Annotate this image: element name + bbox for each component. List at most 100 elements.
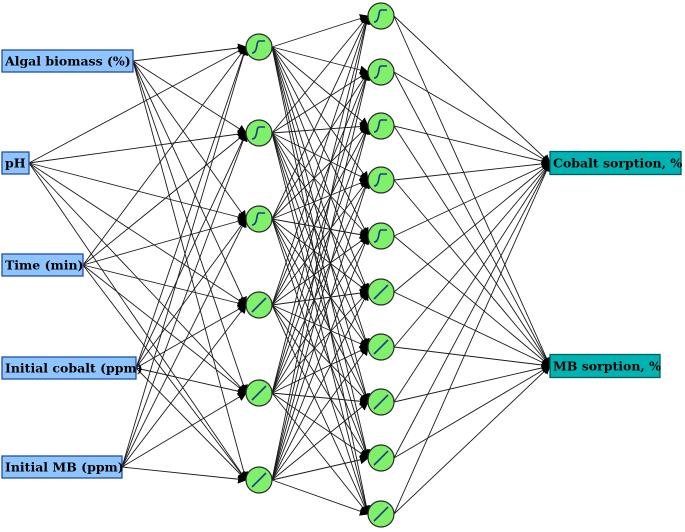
- edge-input-2-h1-5: [82, 264, 247, 481]
- connections: [28, 14, 551, 516]
- edge-h2-1-out-0: [393, 71, 551, 164]
- edge-h1-2-h2-5: [271, 218, 369, 293]
- edge-h1-1-h2-1: [271, 71, 369, 134]
- edge-h1-3-h2-3: [271, 179, 369, 306]
- edge-h1-2-h2-4: [271, 218, 369, 240]
- linear-icon: [373, 450, 389, 466]
- edge-input-0-h1-2: [132, 60, 247, 220]
- input-node-2-label: pH: [5, 156, 26, 171]
- edge-h2-8-out-0: [393, 162, 551, 459]
- edge-h1-1-h2-6: [271, 132, 369, 348]
- input-node-2: pH: [1, 151, 30, 175]
- hidden2-neuron-2: [367, 58, 395, 86]
- edge-h1-4-h2-3: [271, 179, 369, 394]
- sigmoid-neuron-circle: [367, 2, 395, 30]
- edge-h2-4-out-0: [393, 162, 551, 237]
- linear-icon: [373, 339, 389, 355]
- hidden2-neuron-10: [367, 500, 395, 528]
- edge-h1-5-h2-1: [271, 71, 371, 481]
- input-node-2-box: [1, 151, 30, 175]
- sigmoid-neuron-circle: [367, 112, 395, 140]
- edge-h2-2-out-1: [393, 125, 551, 367]
- edge-h1-3-h2-4: [271, 235, 369, 306]
- edge-h1-0-h2-8: [271, 46, 371, 459]
- hidden1-neuron-5: [245, 379, 273, 407]
- edge-h1-0-h2-0: [271, 14, 369, 48]
- edge-h2-1-out-1: [393, 71, 551, 367]
- linear-icon: [373, 394, 389, 410]
- edge-h1-0-h2-5: [271, 46, 370, 293]
- sigmoid-icon: [373, 65, 387, 79]
- edge-h1-5-h2-8: [271, 455, 369, 481]
- edge-h1-1-h2-9: [271, 132, 371, 515]
- hidden2-neuron-5: [367, 222, 395, 250]
- hidden2-neuron-3: [367, 112, 395, 140]
- input-node-5-label: Initial MB (ppm): [5, 460, 124, 475]
- edge-h2-8-out-1: [393, 365, 551, 459]
- sigmoid-neuron-circle: [367, 58, 395, 86]
- edge-h1-4-h2-1: [271, 71, 371, 394]
- output-node-2-label: MB sorption, %: [553, 359, 661, 374]
- edge-input-3-h1-0: [135, 46, 248, 369]
- edge-h1-4-h2-0: [271, 15, 371, 394]
- input-node-5-box: [1, 455, 123, 479]
- edge-input-2-h1-1: [82, 132, 247, 266]
- sigmoid-icon: [251, 212, 265, 226]
- sigmoid-icon: [373, 9, 387, 23]
- edge-h1-2-h2-6: [271, 218, 369, 348]
- edge-h1-3-h2-7: [271, 304, 369, 403]
- edge-h1-1-h2-4: [271, 132, 369, 237]
- sigmoid-icon: [373, 119, 387, 133]
- linear-icon: [251, 297, 267, 313]
- edge-input-1-h1-5: [28, 162, 247, 481]
- edge-h1-5-h2-4: [271, 235, 370, 481]
- edge-input-4-h1-0: [121, 46, 249, 468]
- edge-h2-3-out-1: [393, 179, 551, 367]
- edge-h2-2-out-0: [393, 125, 551, 166]
- hidden2-neuron-6: [367, 278, 395, 306]
- edge-h1-0-h2-1: [271, 46, 369, 75]
- input-node-4: Initial cobalt (ppm): [1, 356, 143, 380]
- hidden2-neuron-7: [367, 333, 395, 361]
- edge-h1-4-h2-2: [271, 125, 370, 394]
- sigmoid-icon: [251, 126, 265, 140]
- input-node-1-box: [1, 49, 134, 73]
- edge-h2-7-out-1: [393, 363, 551, 403]
- edge-input-2-h1-2: [82, 216, 247, 266]
- edge-h1-1-h2-3: [271, 132, 369, 181]
- edge-h1-4-h2-5: [271, 291, 369, 394]
- edge-h1-2-h2-9: [271, 218, 370, 515]
- edge-h1-3-h2-5: [271, 288, 369, 306]
- edge-h1-5-h2-3: [271, 179, 370, 481]
- edge-h2-5-out-1: [393, 291, 551, 367]
- edge-h1-5-h2-0: [271, 15, 371, 481]
- edge-input-0-h1-5: [132, 60, 249, 481]
- output-node-2: MB sorption, %: [549, 353, 661, 379]
- edge-h1-1-h2-0: [271, 15, 369, 134]
- output-node-1-label: Cobalt sorption, %: [553, 156, 682, 171]
- hidden2-neuron-8: [367, 388, 395, 416]
- sigmoid-icon: [251, 40, 265, 54]
- input-node-4-box: [1, 356, 137, 380]
- edge-h1-2-h2-1: [271, 71, 369, 220]
- edge-input-0-h1-0: [132, 43, 247, 62]
- edge-input-4-h1-1: [121, 132, 248, 468]
- edge-h1-0-h2-6: [271, 46, 370, 348]
- edge-input-3-h1-2: [135, 218, 247, 369]
- linear-icon: [251, 385, 267, 401]
- linear-icon: [251, 472, 267, 488]
- edge-input-1-h1-0: [28, 46, 247, 164]
- edge-input-4-h1-2: [121, 218, 247, 468]
- output-node-1-box: [549, 150, 682, 176]
- edge-h2-3-out-0: [393, 159, 551, 181]
- edge-h2-4-out-1: [393, 235, 551, 367]
- edge-h1-4-h2-7: [271, 392, 369, 406]
- edge-input-4-h1-3: [121, 304, 247, 468]
- edge-input-3-h1-5: [135, 367, 247, 481]
- edge-h1-3-h2-2: [271, 125, 369, 306]
- hidden1-neuron-2: [245, 119, 273, 147]
- input-node-3: Time (min): [1, 253, 84, 277]
- edge-h1-1-h2-7: [271, 132, 370, 403]
